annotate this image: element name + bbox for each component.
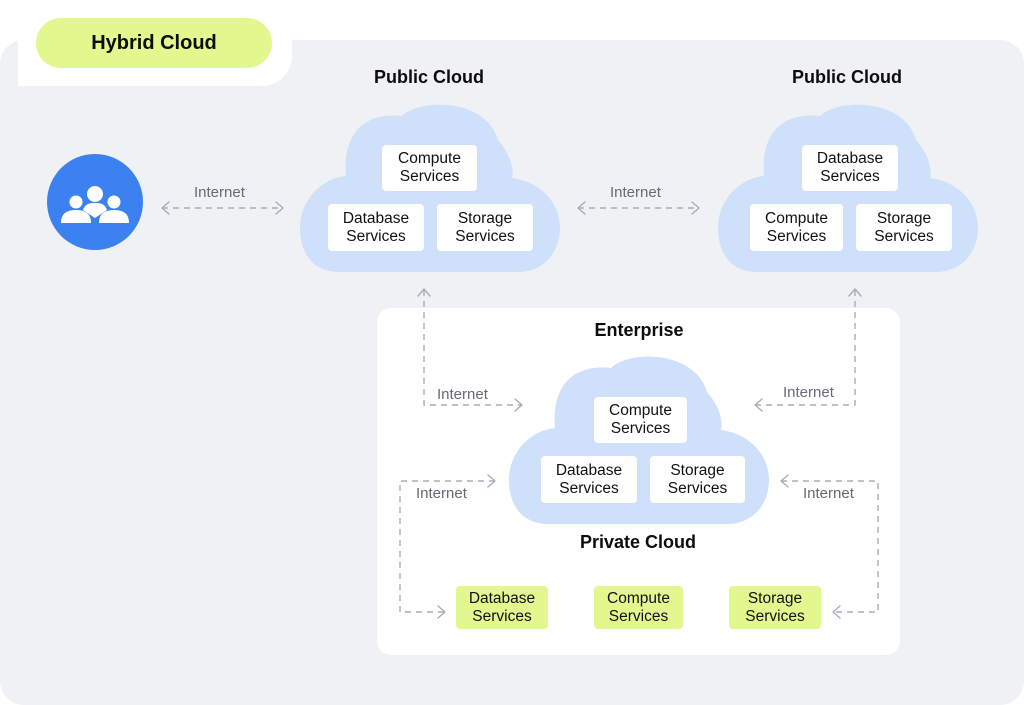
public-left-database-services: Database Services: [328, 204, 424, 251]
public-right-database-services: Database Services: [802, 145, 898, 191]
link-private-onprem-storage: [781, 480, 879, 613]
public-left-compute-services: Compute Services: [382, 145, 477, 191]
onprem-compute-services: Compute Services: [594, 586, 683, 629]
internet-label-onprem-left: Internet: [416, 485, 467, 502]
onprem-storage-services: Storage Services: [729, 586, 821, 629]
public-cloud-right-heading: Public Cloud: [792, 67, 902, 87]
public-right-storage-services: Storage Services: [856, 204, 952, 251]
public-right-compute-services: Compute Services: [750, 204, 843, 251]
internet-label-user: Internet: [194, 184, 245, 201]
public-left-storage-services: Storage Services: [437, 204, 533, 251]
diagram-title: Hybrid Cloud: [36, 18, 272, 68]
private-database-services: Database Services: [541, 456, 637, 503]
link-private-onprem-database: [399, 480, 495, 613]
internet-label-public: Internet: [610, 184, 661, 201]
link-public-right-private: [755, 290, 856, 406]
link-public-left-private: [423, 290, 522, 406]
public-cloud-left-heading: Public Cloud: [374, 67, 484, 87]
internet-label-right-private: Internet: [783, 384, 834, 401]
users-group-icon: [61, 186, 129, 223]
private-storage-services: Storage Services: [650, 456, 745, 503]
users-avatar: [47, 154, 143, 250]
internet-label-left-private: Internet: [437, 386, 488, 403]
onprem-database-services: Database Services: [456, 586, 548, 629]
enterprise-heading: Enterprise: [594, 320, 684, 340]
internet-label-onprem-right: Internet: [803, 485, 854, 502]
private-cloud-heading: Private Cloud: [579, 532, 697, 552]
private-compute-services: Compute Services: [594, 397, 687, 443]
